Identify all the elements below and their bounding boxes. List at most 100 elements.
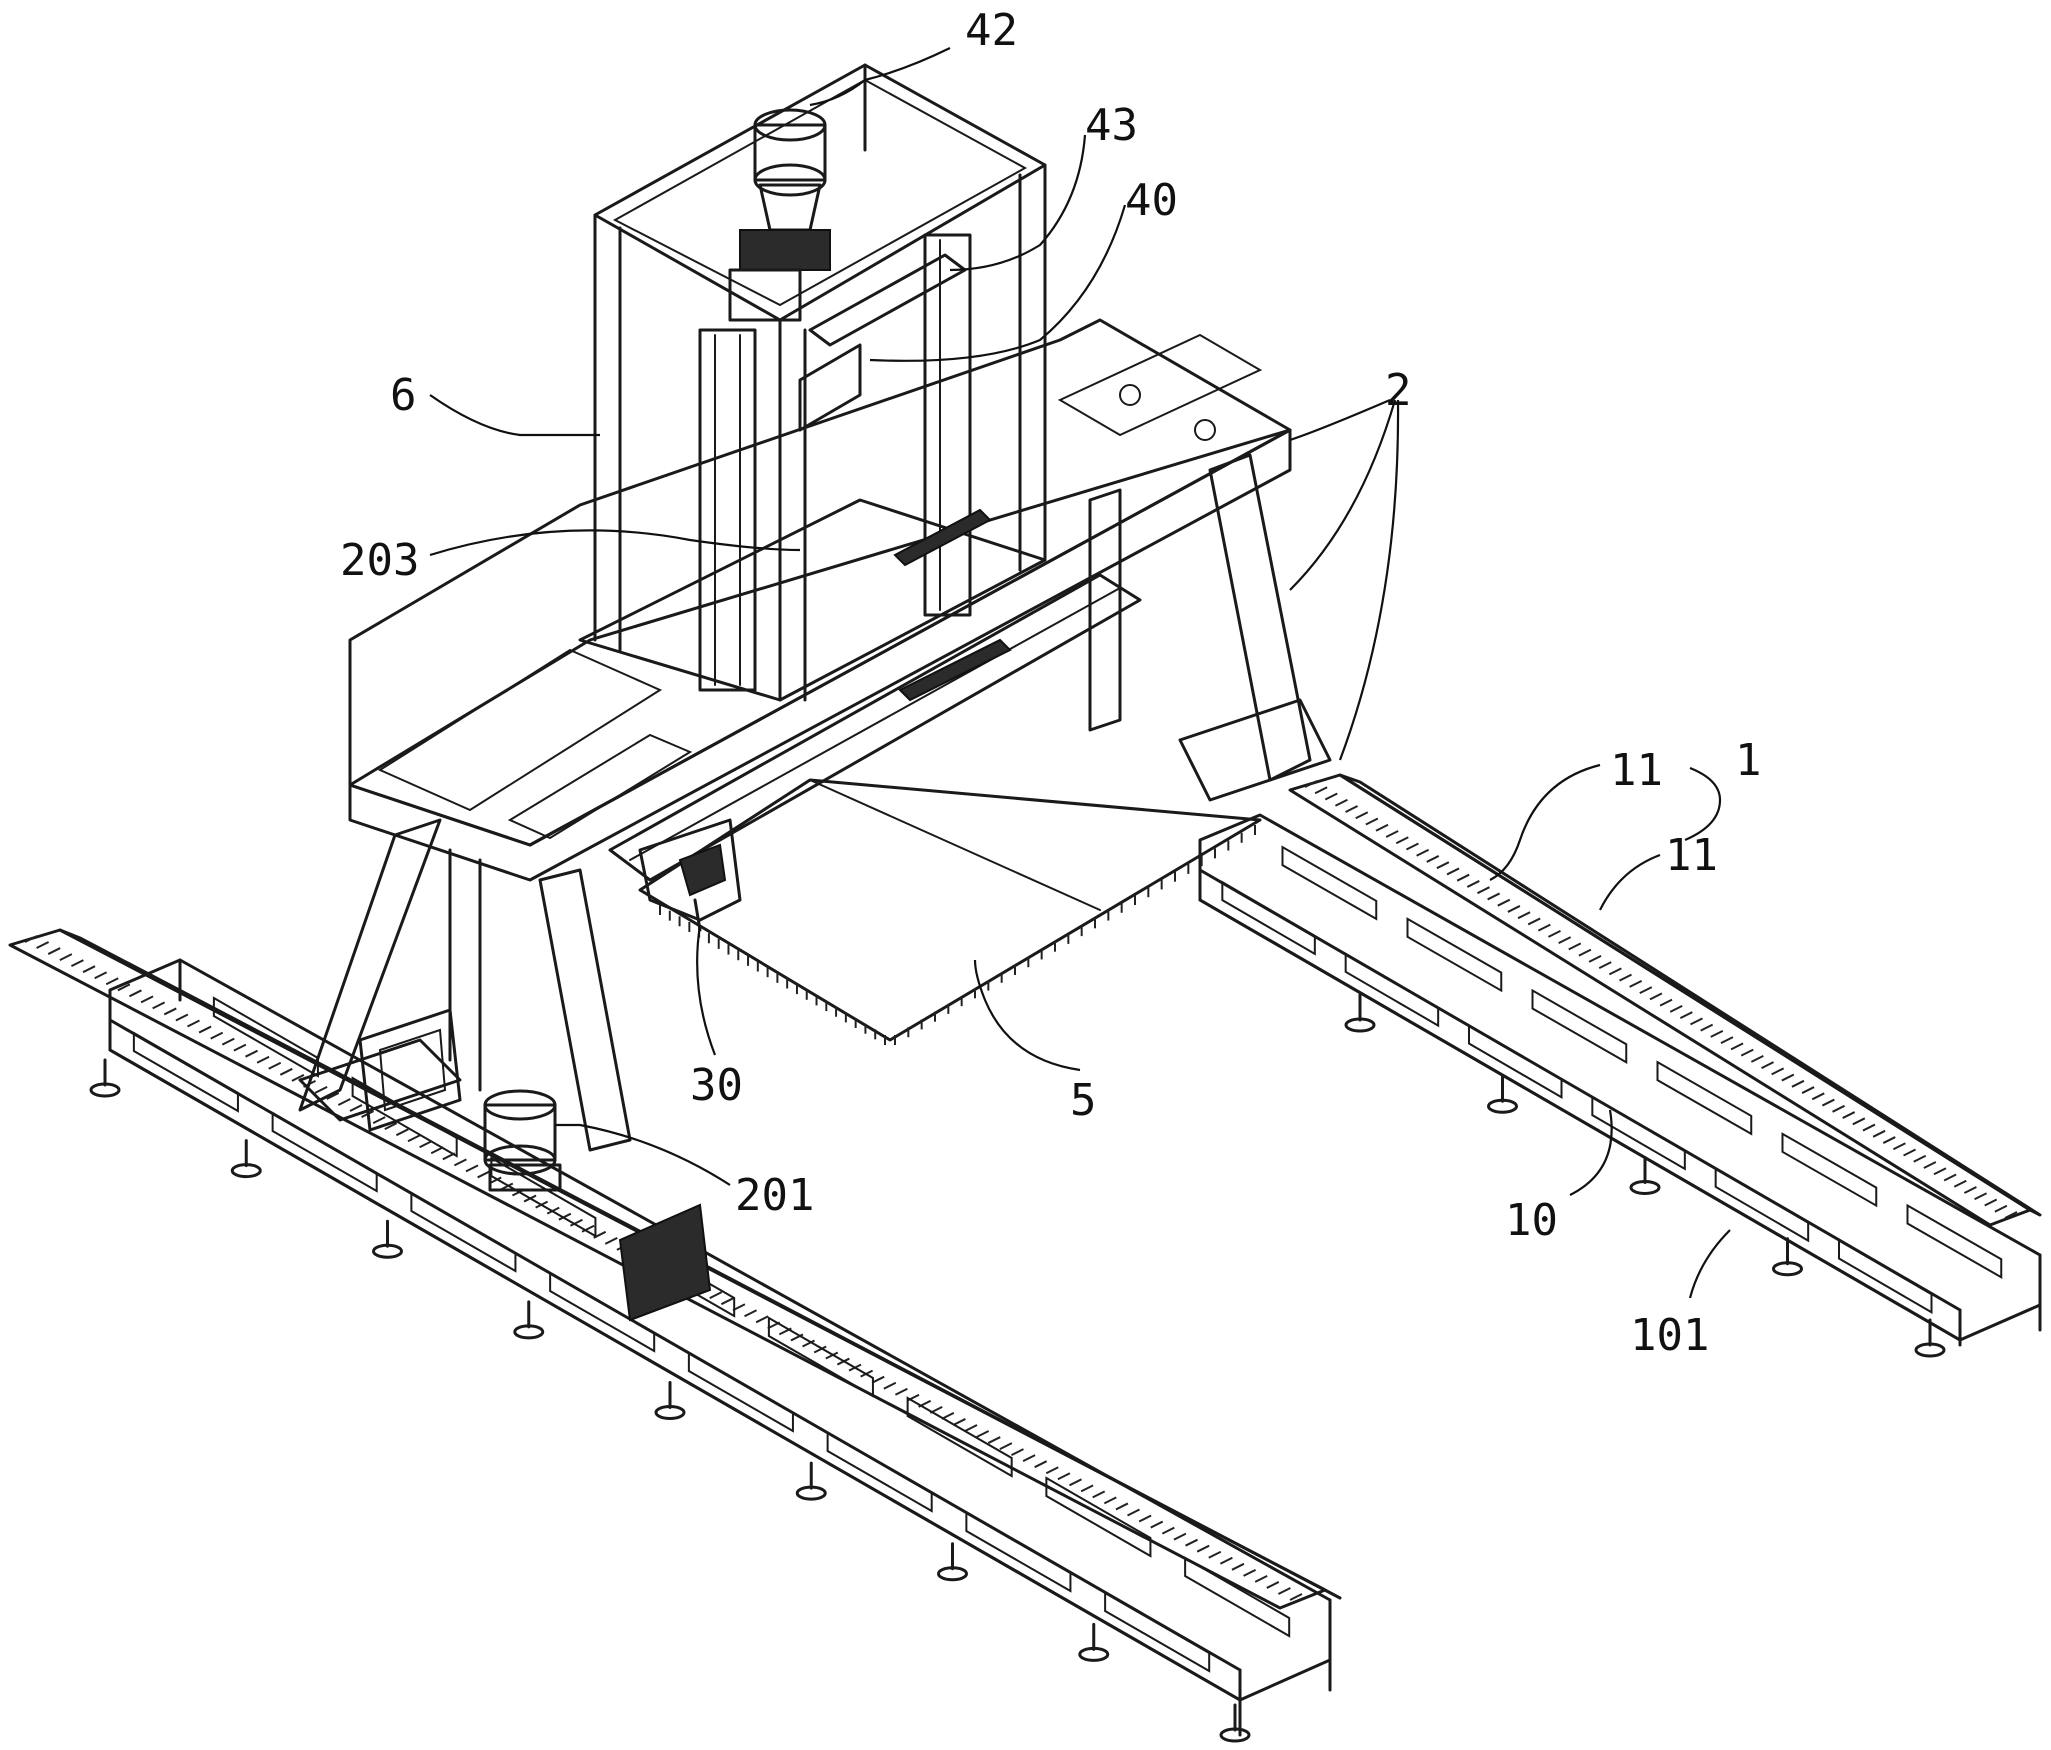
rail-tooth (1335, 800, 1347, 806)
rear-rail-assembly (1200, 775, 2040, 1356)
rail-tooth (1680, 1012, 1692, 1018)
leader-203 (430, 530, 800, 555)
rail-tooth (1630, 981, 1642, 987)
rail-tooth (745, 1310, 757, 1316)
label-11b: 11 (1665, 830, 1718, 881)
rail-tooth (1023, 1455, 1035, 1461)
rail-tooth (1599, 962, 1611, 968)
rail-tooth (1278, 1588, 1290, 1594)
rail-tooth (1011, 1449, 1023, 1455)
rail-tooth (1762, 1062, 1774, 1068)
label-40: 40 (1125, 175, 1178, 226)
frame-window (1469, 1026, 1562, 1098)
rail-tooth (1417, 850, 1429, 856)
rail-tooth (965, 1425, 977, 1431)
rail-tooth (1579, 950, 1591, 956)
rail-tooth (1197, 1546, 1209, 1552)
rail-tooth (1782, 1075, 1794, 1081)
rail-tooth (1792, 1081, 1804, 1087)
label-1: 1 (1735, 735, 1762, 786)
rail-tooth (478, 1171, 490, 1177)
rail-tooth (1873, 1131, 1885, 1137)
rail-tooth (1356, 812, 1368, 818)
rail-tooth (1477, 887, 1489, 893)
rail-tooth (48, 948, 60, 954)
rail-tooth (408, 1135, 420, 1141)
rail-tooth (1498, 900, 1510, 906)
rail-tooth (1437, 862, 1449, 868)
leader-2b (1290, 400, 1395, 590)
rail-tooth (350, 1105, 362, 1111)
plate-edge-teeth (660, 825, 1255, 1045)
drive-motor (360, 1010, 710, 1320)
label-201: 201 (735, 1170, 814, 1221)
rail-tooth (872, 1377, 884, 1383)
leader-11a (1490, 765, 1600, 880)
rail-tooth (1069, 1479, 1081, 1485)
rail-tooth (1267, 1582, 1279, 1588)
label-203: 203 (340, 535, 419, 586)
label-5: 5 (1070, 1075, 1097, 1126)
rear-rail-frame-windows (1222, 847, 2001, 1312)
rail-tooth (153, 1002, 165, 1008)
rail-tooth (1467, 881, 1479, 887)
rail-tooth (420, 1141, 432, 1147)
frame-window (769, 1318, 873, 1396)
rail-tooth (1772, 1068, 1784, 1074)
rail-tooth (187, 1021, 199, 1027)
lift-tower-frame (580, 65, 1045, 700)
rail-tooth (37, 942, 49, 948)
rail-tooth (1162, 1528, 1174, 1534)
rail-tooth (1731, 1043, 1743, 1049)
rail-tooth (605, 1238, 617, 1244)
rail-tooth (1325, 793, 1337, 799)
rail-tooth (396, 1129, 408, 1135)
rail-tooth (83, 966, 95, 972)
rail-tooth (141, 996, 153, 1002)
rail-tooth (1508, 906, 1520, 912)
rail-tooth (1366, 818, 1378, 824)
rail-tooth (1691, 1018, 1703, 1024)
rail-tooth (1209, 1552, 1221, 1558)
rail-tooth (176, 1014, 188, 1020)
rail-tooth (1081, 1485, 1093, 1491)
rail-tooth (756, 1316, 768, 1322)
leader-42 (810, 48, 950, 105)
frame-window (1222, 882, 1315, 954)
frame-window (1533, 991, 1627, 1063)
rail-tooth (1954, 1181, 1966, 1187)
leader-101 (1690, 1230, 1730, 1298)
gantry-beam (300, 320, 1330, 1150)
rail-tooth (1186, 1540, 1198, 1546)
label-43: 43 (1085, 100, 1138, 151)
rail-tooth (953, 1419, 965, 1425)
label-101: 101 (1630, 1310, 1709, 1361)
rail-tooth (1538, 925, 1550, 931)
rail-tooth (1346, 806, 1358, 812)
leader-6 (430, 395, 600, 435)
rail-tooth (1093, 1491, 1105, 1497)
rail-tooth (60, 954, 72, 960)
frame-window (1408, 919, 1502, 991)
rail-tooth (1619, 975, 1631, 981)
rail-tooth (454, 1159, 466, 1165)
label-42: 42 (965, 5, 1018, 56)
rail-tooth (1447, 868, 1459, 874)
rail-tooth (1128, 1509, 1140, 1515)
rail-tooth (95, 972, 107, 978)
rail-tooth (246, 1051, 258, 1057)
rail-tooth (164, 1008, 176, 1014)
label-2: 2 (1385, 365, 1412, 416)
rail-tooth (1934, 1168, 1946, 1174)
rail-tooth (977, 1431, 989, 1437)
rail-tooth (1528, 918, 1540, 924)
rail-tooth (1975, 1193, 1987, 1199)
rail-tooth (1589, 956, 1601, 962)
rail-tooth (1255, 1576, 1267, 1582)
workpiece-plate (640, 780, 1260, 1045)
rail-tooth (1244, 1570, 1256, 1576)
label-10: 10 (1505, 1195, 1558, 1246)
rail-tooth (1046, 1467, 1058, 1473)
frame-window (1908, 1206, 2002, 1278)
